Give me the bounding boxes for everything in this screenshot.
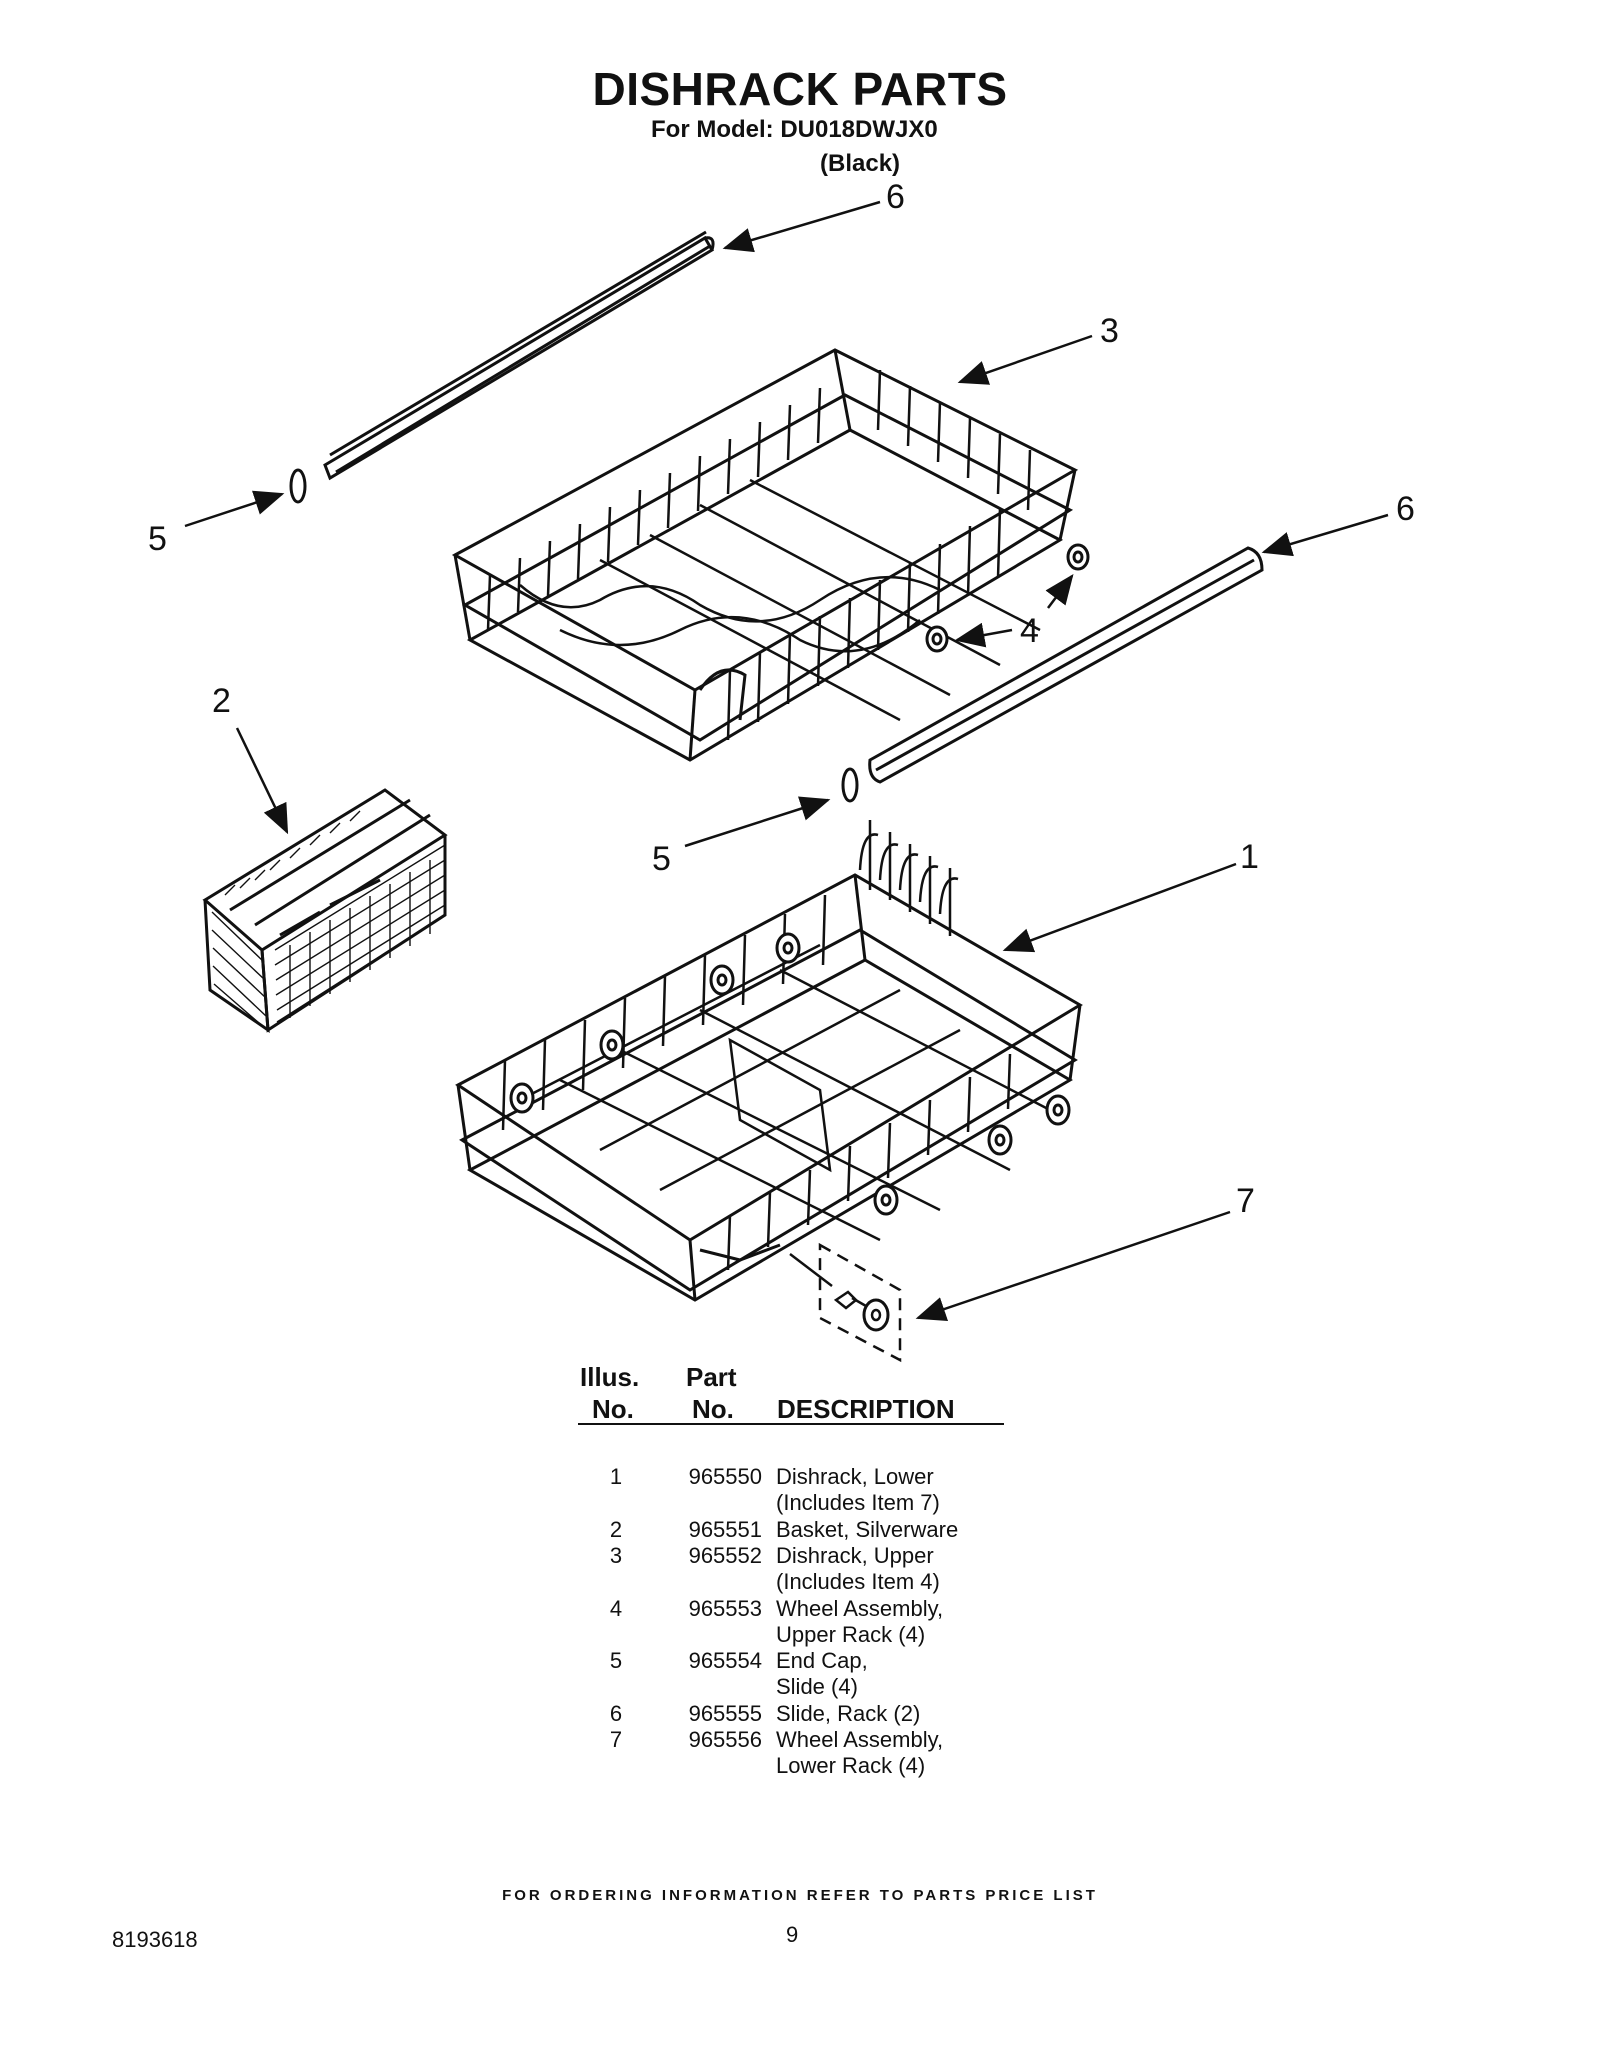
description: Basket, Silverware: [776, 1517, 959, 1542]
description: Slide, Rack (2): [776, 1701, 921, 1726]
callout-4: 4: [1020, 612, 1039, 650]
lower-dishrack: [455, 820, 1083, 1302]
page-title: DISHRACK PARTS: [592, 63, 1008, 115]
header-part: Part: [686, 1362, 737, 1392]
header-description: DESCRIPTION: [777, 1394, 955, 1424]
ordering-note: FOR ORDERING INFORMATION REFER TO PARTS …: [502, 1887, 1098, 1904]
callout-6-lower: 6: [1396, 490, 1415, 528]
illus-no: 6: [609, 1701, 623, 1726]
description: Wheel Assembly, Lower Rack (4): [776, 1727, 944, 1778]
lower-wheel-assembly-detail: [789, 1242, 902, 1363]
header-illus: Illus.: [580, 1362, 640, 1392]
header-part-no: No.: [692, 1394, 734, 1424]
part-no: 965553: [688, 1596, 762, 1621]
callout-1: 1: [1240, 838, 1259, 876]
description: End Cap, Slide (4): [776, 1648, 868, 1699]
header-rule: [578, 1423, 1004, 1425]
illus-no: 2: [609, 1517, 623, 1542]
callout-3: 3: [1100, 312, 1119, 350]
header-illus-no: No.: [592, 1394, 634, 1424]
description: Dishrack, Lower (Includes Item 7): [776, 1464, 940, 1515]
leader-lines: [184, 200, 1389, 1321]
upper-end-cap: [289, 468, 307, 504]
lower-end-cap: [841, 767, 859, 803]
callout-5-lower: 5: [652, 840, 671, 878]
part-no: 965550: [688, 1464, 762, 1489]
callout-2: 2: [212, 682, 231, 720]
callout-numbers: 6 3 6 5 4 2 5 1 7: [148, 178, 1415, 1220]
upper-rack-wheels: [925, 543, 1090, 653]
model-line: For Model: DU018DWJX0: [651, 116, 938, 143]
part-no: 965555: [688, 1701, 762, 1726]
silverware-basket: [202, 788, 448, 1034]
document-number: 8193618: [112, 1927, 198, 1952]
part-no: 965552: [688, 1543, 762, 1568]
lower-slide-rail: [868, 546, 1264, 784]
illus-no: 4: [609, 1596, 623, 1621]
callout-6-upper: 6: [886, 178, 905, 216]
callout-5-upper: 5: [148, 520, 167, 558]
illus-no: 5: [609, 1648, 623, 1673]
color-line: (Black): [820, 150, 901, 177]
illus-no: 3: [609, 1543, 623, 1568]
illus-no: 1: [609, 1464, 623, 1489]
description: Wheel Assembly, Upper Rack (4): [776, 1596, 944, 1647]
part-no: 965554: [688, 1648, 762, 1673]
illus-no: 7: [609, 1727, 623, 1752]
part-no: 965551: [688, 1517, 762, 1542]
lower-rack-wheels: [509, 932, 1071, 1216]
page-number: 9: [786, 1922, 799, 1947]
upper-dishrack: [451, 348, 1079, 762]
description: Dishrack, Upper (Includes Item 4): [776, 1543, 940, 1594]
callout-7: 7: [1236, 1182, 1255, 1220]
part-no: 965556: [688, 1727, 762, 1752]
upper-slide-rail: [323, 230, 715, 481]
